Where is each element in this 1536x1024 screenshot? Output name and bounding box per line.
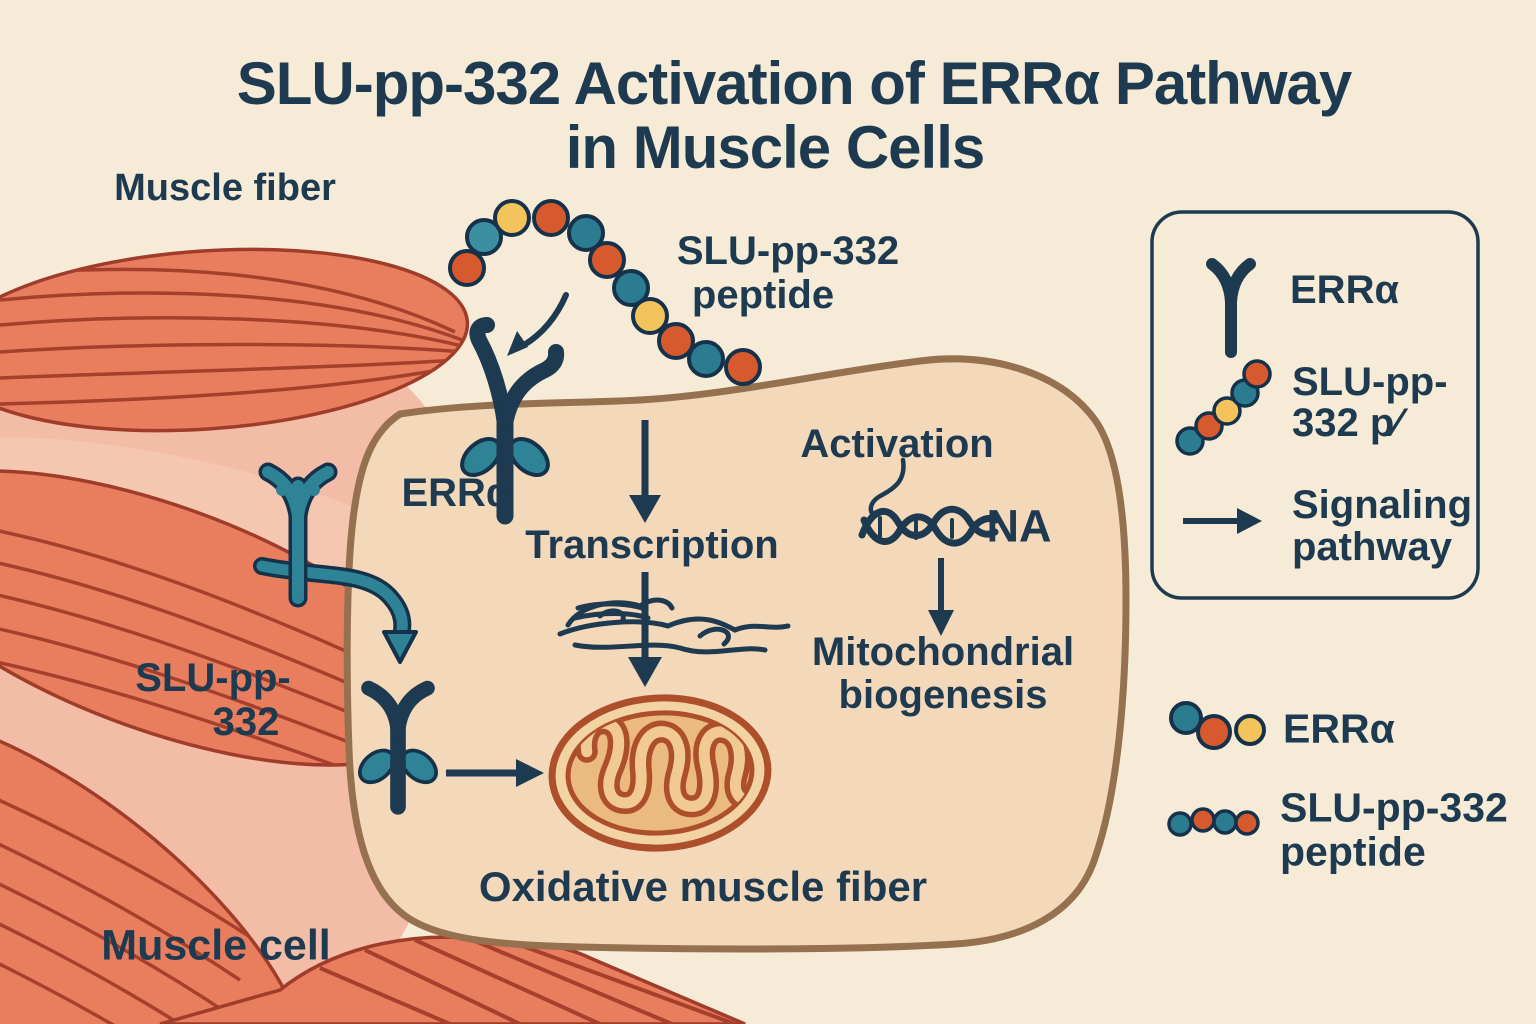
peptide-chain-icon <box>448 199 762 386</box>
mrna-squiggle-icon <box>557 597 791 655</box>
dna-label: NA <box>986 500 1052 552</box>
peptide-label-line1: SLU-pp-332 <box>676 229 900 273</box>
muscle-cell-label: Muscle cell <box>101 921 331 970</box>
transcription-label: Transcription <box>525 523 779 567</box>
page-title-line2: in Muscle Cells <box>565 114 985 181</box>
mitochondrial-biogenesis-label-line2: biogenesis <box>838 673 1048 717</box>
mito-biogenesis-arrow-icon <box>928 558 954 636</box>
activation-curve-icon <box>868 457 906 518</box>
legend-bottom-peptide-label-line1: SLU-pp-332 <box>1280 784 1508 831</box>
legend-peptide-circles-icon <box>1167 807 1260 837</box>
legend-signaling-label-line1: Signaling <box>1292 483 1472 527</box>
muscle-fiber-label: Muscle fiber <box>114 167 336 209</box>
transcription-arrow-icon <box>629 420 661 523</box>
erra-receptor-membrane-icon <box>460 317 565 525</box>
erra-receptor-label: ERRα <box>401 471 511 515</box>
dna-helix-icon <box>858 505 1000 547</box>
slu-pp-332-label-line2: 332 <box>212 700 280 744</box>
erra-receptor-nuclear-icon <box>358 680 438 815</box>
page-title-line1: SLU-pp-332 Activation of ERRα Pathway <box>236 50 1352 117</box>
cell-membrane <box>343 355 1130 953</box>
legend-erra-circles-icon <box>1169 701 1266 750</box>
peptide-binding-arrow-icon <box>507 292 569 356</box>
legend-bottom-erra-label: ERRα <box>1283 705 1395 752</box>
peptide-label-line2: peptide <box>691 273 835 317</box>
activation-label: Activation <box>800 422 994 466</box>
legend-erra-receptor-icon <box>1206 258 1256 358</box>
mitochondrion-icon <box>548 694 772 852</box>
legend-signaling-arrow-icon <box>1183 508 1262 534</box>
legend-peptide-label-line2: 332 p∕ <box>1292 401 1401 445</box>
legend-peptide-chain-icon <box>1175 359 1272 456</box>
legend-bottom-peptide-label-line2: peptide <box>1280 828 1426 875</box>
legend-peptide-label-line1: SLU-pp- <box>1292 360 1448 404</box>
legend-signaling-label-line2: pathway <box>1292 525 1453 569</box>
legend-box <box>1150 210 1480 600</box>
muscle-fibers-graphic <box>0 247 746 1024</box>
legend-erra-label: ERRα <box>1290 268 1400 312</box>
slu-pp-332-label-line1: SLU-pp- <box>135 656 291 700</box>
mitochondrial-biogenesis-label-line1: Mitochondrial <box>811 630 1075 674</box>
mitochondrion-arrow-icon <box>446 759 544 787</box>
oxidative-fiber-label: Oxidative muscle fiber <box>478 863 928 910</box>
erra-receptor-free-icon <box>258 462 338 608</box>
